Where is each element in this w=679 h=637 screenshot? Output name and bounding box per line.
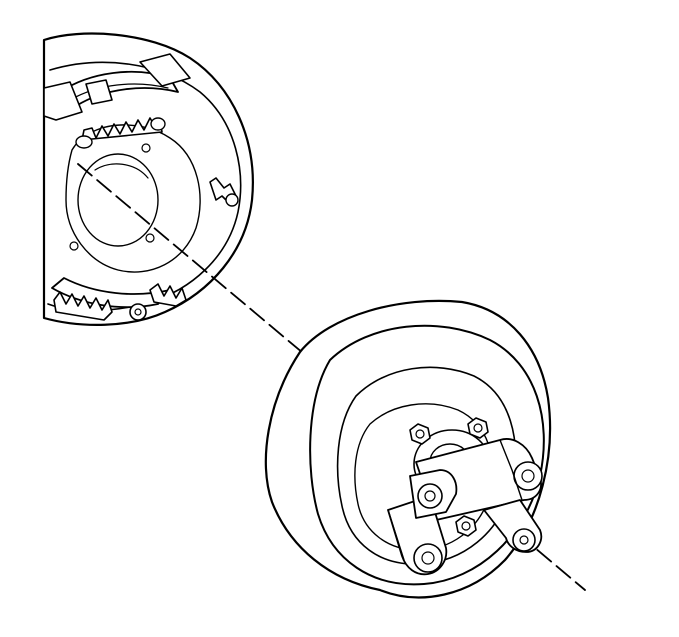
drum-puller-tool [409,469,458,519]
brake-backing-plate-assembly [42,32,254,326]
hub-with-lug-studs [387,417,543,576]
lug-nut [409,423,431,445]
upper-return-spring [75,117,166,149]
lug-nut [455,515,477,537]
hold-down-spring [209,177,239,207]
drum-puller-tool [483,499,543,553]
lower-return-spring [53,283,187,321]
lug-nut [467,417,489,439]
